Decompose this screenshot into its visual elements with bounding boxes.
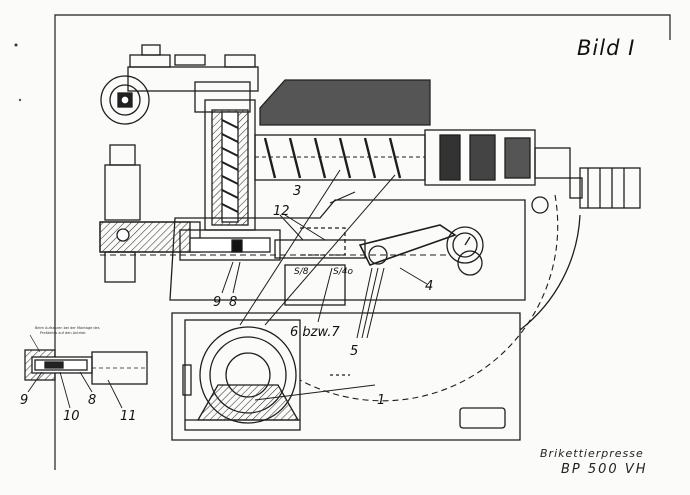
bearing-block xyxy=(184,319,301,431)
connecting-rod xyxy=(358,224,457,266)
leader-12 xyxy=(279,214,304,241)
nameplate xyxy=(459,407,506,429)
callout-3: 3 xyxy=(293,184,302,199)
detail-label-10: 10 xyxy=(63,409,80,424)
detail-label-11: 11 xyxy=(120,409,137,424)
callout-4: 4 xyxy=(425,279,434,294)
detail-label-8: 8 xyxy=(88,393,97,408)
upper-cylinder-cap xyxy=(109,144,136,166)
drive-pulley xyxy=(100,75,150,125)
callout-9: 9 xyxy=(213,295,222,310)
detail-label-9: 9 xyxy=(20,393,29,408)
leader-1 xyxy=(254,384,376,401)
leader-8 xyxy=(232,261,241,294)
shaft-mark-s4: S/4o xyxy=(333,267,353,277)
callout-8: 8 xyxy=(229,295,238,310)
detail-note-line2: Preßteiles auf den Antrieb xyxy=(40,331,86,335)
punch-mark xyxy=(14,43,18,47)
upper-cylinder xyxy=(104,164,141,221)
caption-name: Brikettierpresse xyxy=(540,447,644,460)
crank-block xyxy=(284,264,346,306)
gearbox-top xyxy=(127,66,259,92)
callout-6: 6 bzw.7 xyxy=(290,325,340,340)
top-cap xyxy=(141,44,161,56)
callout-12: 12 xyxy=(273,204,290,219)
main-housing xyxy=(169,199,526,301)
flywheel-hub-outer xyxy=(199,326,297,424)
leader-9 xyxy=(221,261,234,294)
hopper xyxy=(259,79,431,126)
base-frame xyxy=(171,312,521,441)
caption-model: BP 500 VH xyxy=(561,462,648,477)
ram-foot xyxy=(104,251,136,283)
top-clamp xyxy=(129,54,171,68)
callout-1: 1 xyxy=(377,393,386,408)
motor-body xyxy=(579,167,641,209)
gauge xyxy=(446,226,484,264)
leader-5a xyxy=(356,267,373,339)
leader-3 xyxy=(329,191,356,204)
detail-note-line1: Beim Aufsetzen bei der Montage des xyxy=(35,326,100,330)
leader-6 xyxy=(317,267,333,323)
leader-4 xyxy=(399,267,428,285)
drawing-title: Bild I xyxy=(577,36,636,60)
shaft-mark-s8: S/8 xyxy=(294,267,309,277)
callout-5: 5 xyxy=(350,344,359,359)
frame-top xyxy=(54,14,671,40)
flywheel-arc xyxy=(299,194,559,402)
crank-pin xyxy=(368,245,388,265)
